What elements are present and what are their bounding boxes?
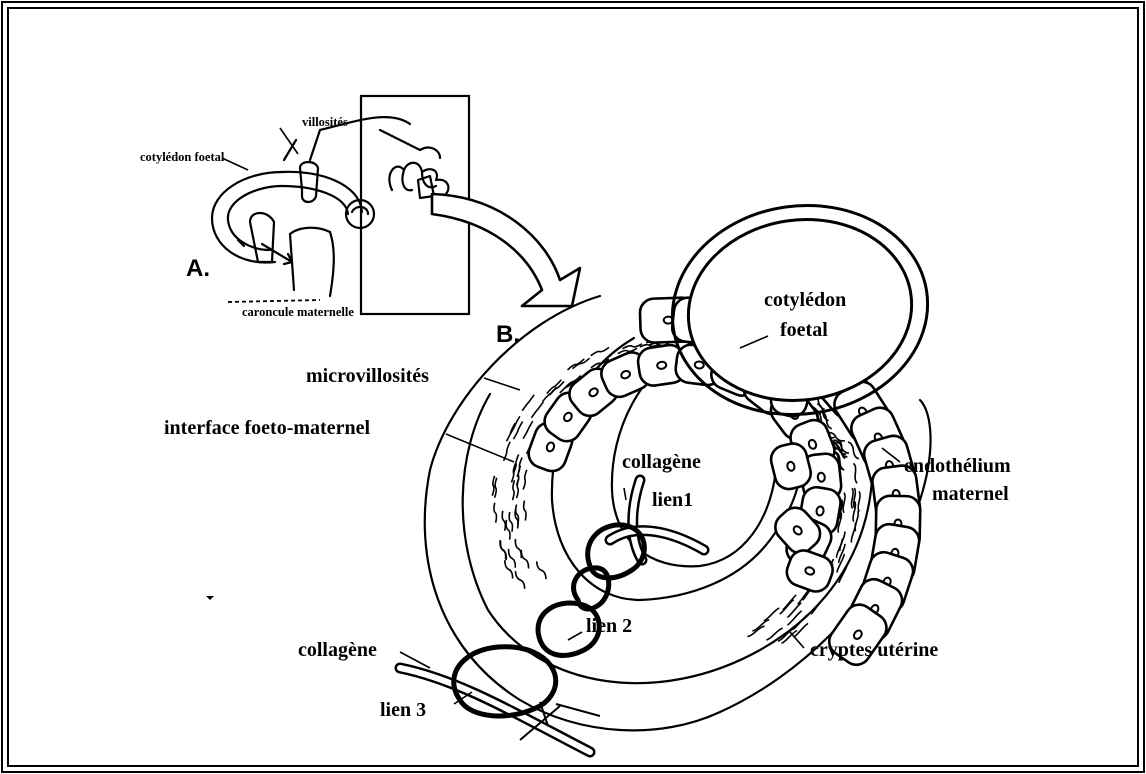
label-cryptes-uterine: cryptes utérine: [810, 639, 938, 661]
label-maternel: maternel: [932, 483, 1009, 505]
label-endothelium: endothélium: [904, 455, 1011, 477]
label-cotyledon-foetal-a: cotylédon foetal: [140, 150, 225, 164]
cell-nucleus: [694, 361, 704, 369]
zoom-arrow: [432, 194, 580, 306]
cell-nucleus: [816, 506, 824, 516]
panel-a-letter: A.: [186, 255, 210, 282]
label-caroncule-maternelle: caroncule maternelle: [242, 305, 354, 319]
label-interface-foeto-maternel: interface foeto-maternel: [164, 417, 370, 439]
cell-nucleus: [817, 472, 825, 482]
label-villosites: villosités: [302, 115, 348, 129]
label-lien3: lien 3: [380, 699, 426, 721]
label-lien2: lien 2: [586, 615, 632, 637]
label-collagene-top: collagène: [622, 451, 701, 473]
label-cotyledon-foetal-line2: foetal: [780, 319, 828, 341]
label-collagene-bottom: collagène: [298, 639, 377, 661]
label-microvillosites: microvillosités: [306, 365, 429, 387]
label-lien1: lien1: [652, 489, 693, 511]
cell-nucleus: [657, 361, 667, 369]
stray-mark: [206, 596, 214, 600]
label-cotyledon-foetal-line1: cotylédon: [764, 289, 846, 311]
